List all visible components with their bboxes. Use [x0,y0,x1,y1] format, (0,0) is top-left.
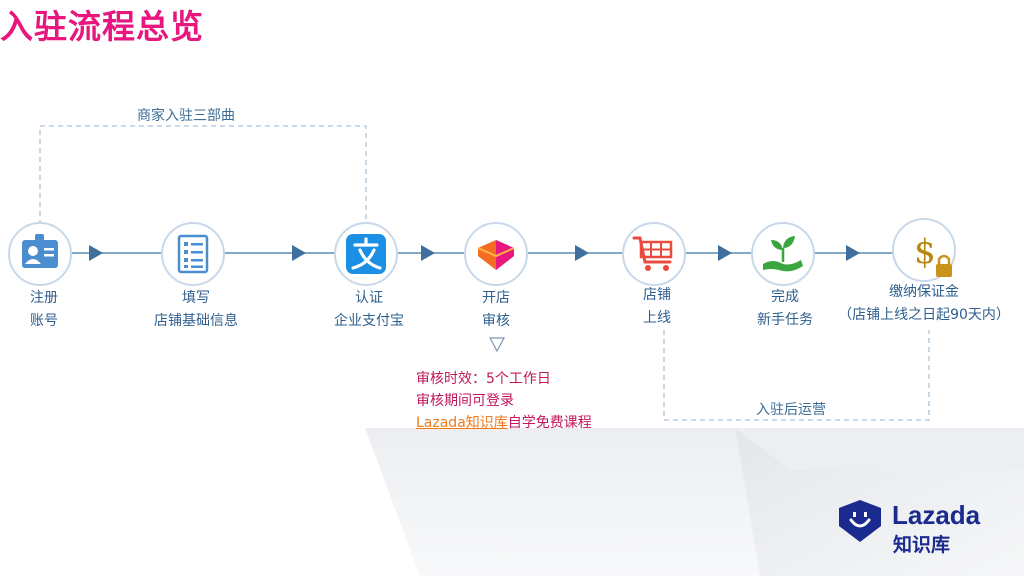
sprout-hand-icon [751,222,815,286]
review-login-note: 审核期间可登录 [416,393,514,409]
step-deposit-label: 缴纳保证金（店铺上线之日起90天内） [838,284,1010,323]
top-bracket-label: 商家入驻三部曲 [133,105,239,125]
shopping-cart-icon [622,222,686,286]
knowledge-base-link[interactable]: Lazada知识库 [416,415,508,431]
page-title: 入驻流程总览 [0,7,204,46]
bottom-bracket-label: 入驻后运营 [752,399,830,419]
brand-subtitle: 知识库 [893,534,951,556]
checklist-icon [161,222,225,286]
alipay-icon [334,222,398,286]
review-time-note: 审核时效：5个工作日 [416,371,551,387]
step-newbie-label: 完成新手任务 [757,289,813,328]
lazada-logo-icon [839,500,881,542]
step-fill-info-label: 填写店铺基础信息 [154,290,238,329]
lazada-heart-icon [464,222,528,286]
step-review-label: 开店审核 [482,290,510,329]
step-verify-label: 认证企业支付宝 [334,290,404,329]
step-register-label: 注册账号 [30,290,58,329]
svg-text:$: $ [914,232,936,272]
person-card-icon [8,222,72,286]
step-online-label: 店铺上线 [643,287,671,326]
dollar-lock-icon: $ [892,218,956,282]
course-note: Lazada知识库自学免费课程 [416,415,592,431]
brand-name: Lazada [892,500,981,530]
